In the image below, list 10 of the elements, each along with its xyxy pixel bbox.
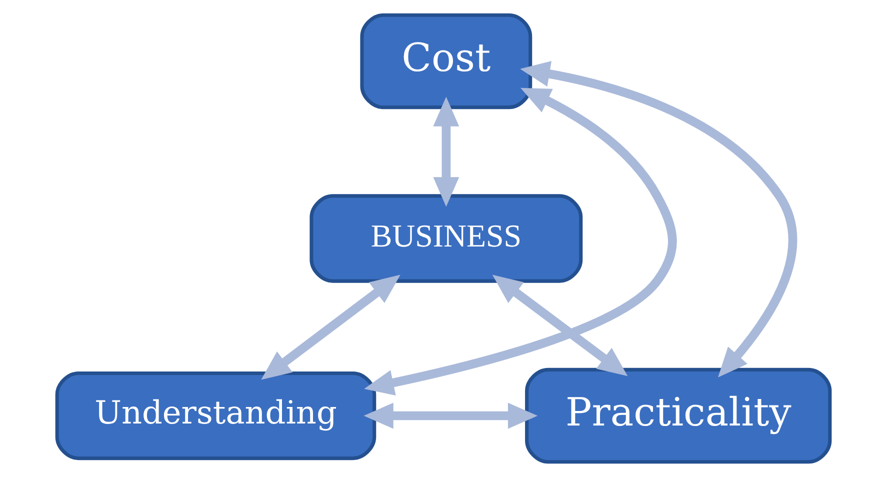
- arrow: [520, 60, 797, 378]
- arrow: [260, 274, 400, 380]
- arrow: [363, 402, 538, 429]
- arrow: [492, 274, 628, 376]
- arrow: [432, 96, 459, 207]
- node-box: Cost: [360, 13, 532, 110]
- arrow: [364, 88, 676, 396]
- node-box: BUSINESS: [309, 194, 582, 283]
- node-box: Understanding: [54, 371, 376, 460]
- node-box: Practicality: [524, 368, 832, 464]
